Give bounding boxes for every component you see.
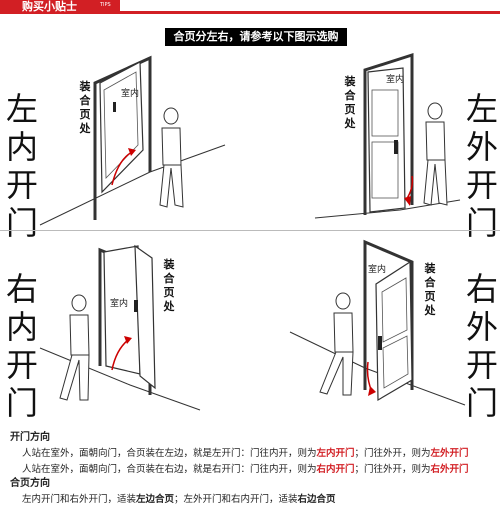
label-char: 门 [5, 384, 38, 422]
direction-line-left: 人站在室外，面朝向门，合页装在左边，就是左开门：门往内开，则为左内开门；门往外开… [10, 446, 490, 462]
hinge-char: 装 [163, 258, 175, 271]
door-leaf [134, 244, 156, 390]
door-upper-inset [381, 277, 408, 343]
direction-line-right: 人站在室外，面朝向门，合页装在右边，就是右开门：门往内开，则为右内开门；门往外开… [10, 462, 490, 478]
header-rule [120, 11, 500, 14]
swing-arrow-icon [111, 339, 129, 371]
tips-tab: 购买小贴士 [0, 0, 120, 14]
text: 人站在室外，面朝向门，合页装在右边，就是右开门：门往内开，则为 [22, 464, 317, 475]
door-handle-icon [378, 336, 382, 350]
label-char: 门 [5, 204, 38, 242]
room-label: 室内 [110, 299, 129, 309]
hinge-line: 左内开门和右外开门，适装左边合页；左外开门和右内开门，适装右边合页 [10, 492, 490, 508]
tips-header: 购买小贴士 TIPS [0, 0, 500, 14]
hinge-char: 处 [79, 122, 91, 135]
hinge-char: 合 [424, 276, 436, 289]
person-icon [319, 292, 354, 396]
tips-english-label: TIPS [100, 2, 111, 8]
label-char: 右 [5, 270, 38, 308]
label-char: 内 [5, 308, 38, 346]
label-char: 门 [465, 204, 498, 242]
person-icon [59, 294, 90, 401]
swing-arrow-icon [111, 151, 133, 186]
label-char: 内 [5, 128, 38, 166]
label-char: 开 [5, 166, 38, 204]
door-lower-inset [382, 335, 409, 389]
hinge-char: 合 [344, 89, 356, 102]
label-char: 开 [465, 166, 498, 204]
label-char: 外 [465, 128, 498, 166]
door-frame [93, 55, 152, 220]
door-inset [103, 71, 139, 179]
highlight: 左内开门 [316, 448, 355, 459]
door-lower-inset [371, 141, 399, 199]
person-icon [423, 102, 448, 206]
text: ；门往外开，则为 [354, 464, 431, 475]
hinge-char: 处 [163, 300, 175, 313]
hinge-label: 装 合 页 处 [423, 262, 437, 318]
label-right-outward: 右 外 开 门 [462, 270, 500, 422]
label-char: 右 [465, 270, 498, 308]
text: ；门往外开，则为 [354, 448, 431, 459]
door-handle-icon [134, 300, 138, 312]
hinge-char: 装 [79, 80, 91, 93]
room-label: 室内 [368, 265, 387, 275]
arrow-head-icon [404, 196, 411, 206]
label-char: 开 [465, 346, 498, 384]
label-char: 门 [465, 384, 498, 422]
hinge-char: 合 [163, 272, 175, 285]
hinge-label: 装 合 页 处 [343, 75, 357, 131]
section-title: 合页方向 [10, 478, 50, 489]
label-left-inward: 左 内 开 门 [2, 90, 42, 242]
door-frame [363, 52, 414, 215]
hinge-char: 合 [79, 94, 91, 107]
hinge-char: 页 [424, 290, 436, 303]
label-left-outward: 左 外 开 门 [462, 90, 500, 242]
section-divider [0, 230, 500, 231]
hinge-char: 页 [163, 286, 175, 299]
highlight: 右内开门 [316, 464, 355, 475]
text: 人站在室外，面朝向门，合页装在左边，就是左开门：门往内开，则为 [22, 448, 317, 459]
hinge-char: 装 [424, 262, 436, 275]
hinge-char: 装 [344, 75, 356, 88]
hinge-direction-section: 合页方向 左内开门和右外开门，适装左边合页；左外开门和右内开门，适装右边合页 [10, 476, 490, 508]
highlight: 右外开门 [430, 464, 469, 475]
label-char: 外 [465, 308, 498, 346]
label-char: 开 [5, 346, 38, 384]
selection-banner: 合页分左右，请参考以下图示选购 [165, 28, 347, 46]
door-upper-inset [371, 89, 399, 137]
section-title: 开门方向 [10, 432, 50, 443]
person-icon [159, 107, 184, 208]
room-label: 室内 [121, 89, 140, 99]
door-handle-icon [113, 102, 116, 112]
label-right-inward: 右 内 开 门 [2, 270, 42, 422]
hinge-char: 处 [344, 117, 356, 130]
hinge-char: 页 [79, 108, 91, 121]
door-panel [99, 61, 144, 194]
door-direction-section: 开门方向 人站在室外，面朝向门，合页装在左边，就是左开门：门往内开，则为左内开门… [10, 430, 490, 478]
label-char: 左 [465, 90, 498, 128]
hinge-char: 处 [424, 304, 436, 317]
label-char: 左 [5, 90, 38, 128]
door-panel [375, 260, 413, 402]
highlight: 左外开门 [430, 448, 469, 459]
arrow-head-icon [368, 386, 376, 396]
hinge-label: 装 合 页 处 [78, 80, 92, 136]
hinge-label: 装 合 页 处 [162, 258, 176, 314]
arrow-head-icon [128, 148, 136, 156]
door-handle-icon [394, 140, 398, 154]
hinge-char: 页 [344, 103, 356, 116]
room-label: 室内 [386, 75, 405, 85]
door-frame [363, 239, 414, 390]
arrow-head-icon [124, 336, 132, 344]
tips-tab-label: 购买小贴士 [22, 0, 77, 13]
